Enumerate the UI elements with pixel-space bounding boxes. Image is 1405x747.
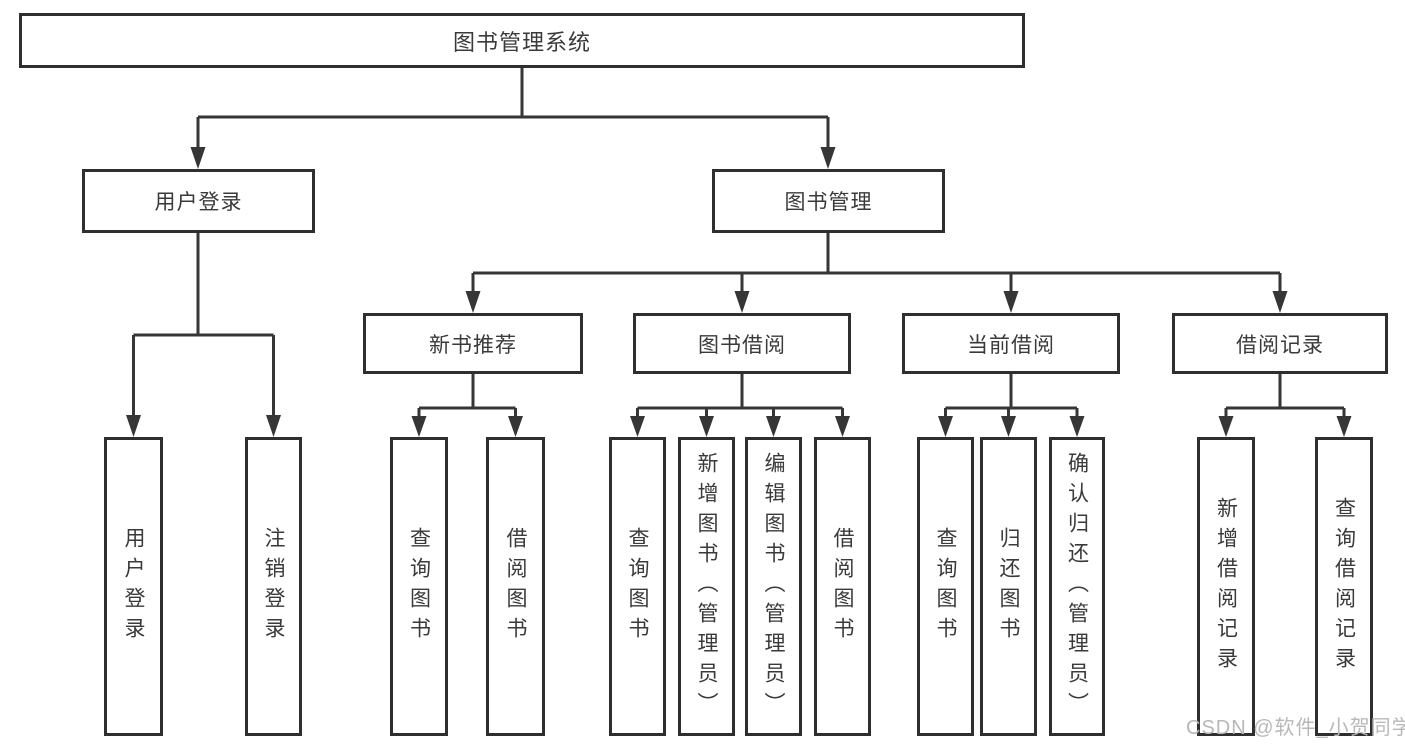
leaf-borrow-books-recommend: 借阅图书 <box>486 437 545 736</box>
leaf-query-books-recommend: 查询图书 <box>390 437 448 736</box>
node-label: 图书管理系统 <box>452 29 591 55</box>
csdn-watermark: CSDN @软件_小贺同学 <box>1186 717 1405 739</box>
leaf-edit-books-admin: 编辑图书（管理员） <box>745 437 802 736</box>
node-label: 图书管理 <box>784 191 873 214</box>
node-book-borrow: 图书借阅 <box>633 313 851 374</box>
node-label: 查询图书 <box>407 526 431 647</box>
leaf-query-books-borrow: 查询图书 <box>609 437 666 736</box>
leaf-borrow-books: 借阅图书 <box>814 437 871 736</box>
leaf-add-borrow-record: 新增借阅记录 <box>1197 437 1255 736</box>
node-label: 借阅图书 <box>504 526 527 647</box>
node-label: 借阅记录 <box>1236 333 1324 357</box>
leaf-query-books-current: 查询图书 <box>917 437 974 736</box>
node-label: 确认归还（管理员） <box>1065 451 1089 722</box>
node-current-borrow: 当前借阅 <box>902 313 1120 374</box>
leaf-user-login: 用户登录 <box>104 437 163 736</box>
node-user-login: 用户登录 <box>82 169 315 233</box>
leaf-confirm-return-admin: 确认归还（管理员） <box>1049 437 1105 736</box>
node-borrow-records: 借阅记录 <box>1172 313 1388 374</box>
node-label: 新增借阅记录 <box>1214 496 1238 677</box>
node-label: 新书推荐 <box>429 333 517 357</box>
node-label: 借阅图书 <box>831 526 854 647</box>
node-label: 归还图书 <box>997 526 1020 647</box>
node-label: 新增图书（管理员） <box>695 451 718 722</box>
node-label: 注销登录 <box>262 526 285 647</box>
node-book-management: 图书管理 <box>712 169 945 233</box>
node-root-library-system: 图书管理系统 <box>19 13 1025 68</box>
leaf-query-borrow-record: 查询借阅记录 <box>1315 437 1373 736</box>
node-label: 图书借阅 <box>698 333 786 357</box>
leaf-logout: 注销登录 <box>245 437 302 736</box>
leaf-return-books: 归还图书 <box>980 437 1037 736</box>
leaf-add-books-admin: 新增图书（管理员） <box>678 437 735 736</box>
node-label: 用户登录 <box>154 191 243 214</box>
node-label: 查询图书 <box>626 526 649 647</box>
node-label: 编辑图书（管理员） <box>762 451 785 722</box>
node-new-book-recommend: 新书推荐 <box>363 313 583 374</box>
node-label: 当前借阅 <box>967 333 1055 357</box>
node-label: 查询借阅记录 <box>1332 496 1356 677</box>
node-label: 查询图书 <box>934 526 957 647</box>
node-label: 用户登录 <box>122 526 145 647</box>
